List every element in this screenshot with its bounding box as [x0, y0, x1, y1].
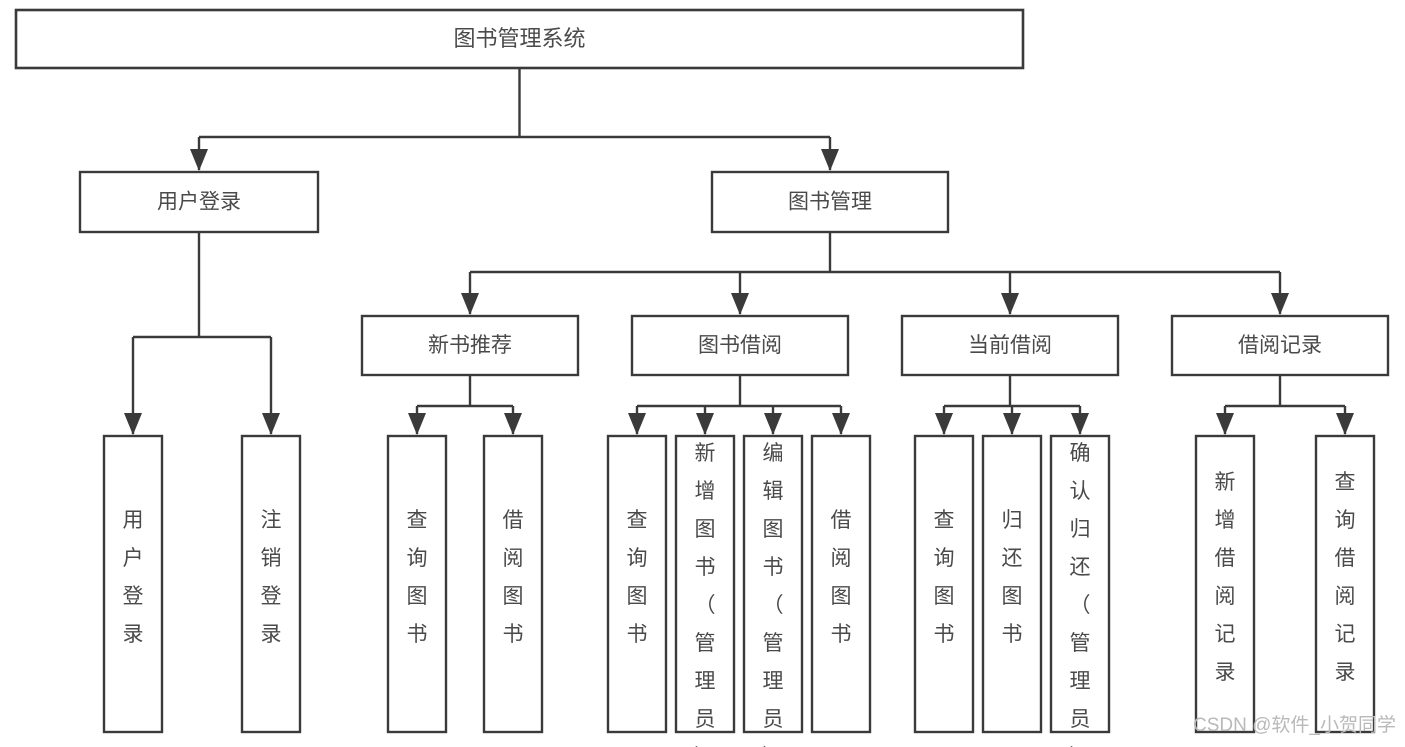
node-box-leaf-query-book-1 — [386, 434, 448, 734]
node-leaf-add-book[interactable]: 新增图书（管理员） — [674, 434, 736, 747]
node-label-leaf-confirm-return: 确认归还（管理员） — [1070, 442, 1091, 747]
node-box-leaf-borrow-book-1 — [482, 434, 544, 734]
node-label-leaf-borrow-book-1: 借阅图书 — [503, 509, 524, 646]
node-label-user-login: 用户登录 — [157, 191, 241, 214]
arrow-head-icon-leaf-query-borrow-rec — [1336, 413, 1354, 435]
arrow-head-icon-leaf-query-book-2 — [628, 413, 646, 435]
node-leaf-add-borrow-rec[interactable]: 新增借阅记录 — [1194, 434, 1256, 734]
arrow-head-icon-leaf-query-book-3 — [935, 413, 953, 435]
node-leaf-confirm-return[interactable]: 确认归还（管理员） — [1049, 434, 1111, 747]
node-box-leaf-query-borrow-rec — [1314, 434, 1376, 734]
node-label-current-borrow: 当前借阅 — [968, 334, 1052, 357]
node-label-leaf-query-book-3: 查询图书 — [934, 509, 955, 646]
arrow-head-icon-book-borrow — [731, 293, 749, 315]
node-box-current-borrow — [900, 314, 1120, 377]
arrow-head-icon-leaf-borrow-book-2 — [832, 413, 850, 435]
node-label-leaf-logout: 注销登录 — [261, 509, 282, 646]
node-leaf-edit-book[interactable]: 编辑图书（管理员） — [742, 434, 804, 747]
arrow-head-icon-book-manage — [821, 149, 839, 171]
node-label-leaf-query-borrow-rec: 查询借阅记录 — [1335, 471, 1356, 684]
node-label-leaf-user-login: 用户登录 — [123, 509, 144, 646]
arrow-head-icon-leaf-borrow-book-1 — [504, 413, 522, 435]
node-box-leaf-add-borrow-rec — [1194, 434, 1256, 734]
node-box-leaf-user-login — [102, 434, 164, 734]
arrow-head-icon-leaf-query-book-1 — [408, 413, 426, 435]
node-layer: 图书管理系统用户登录图书管理新书推荐图书借阅当前借阅借阅记录用户登录注销登录查询… — [14, 8, 1390, 747]
node-label-new-book-recommend: 新书推荐 — [428, 334, 512, 357]
node-label-leaf-add-borrow-rec: 新增借阅记录 — [1215, 471, 1236, 684]
arrow-head-icon-leaf-logout — [262, 413, 280, 435]
arrow-head-icon-user-login — [190, 149, 208, 171]
node-label-leaf-query-book-2: 查询图书 — [627, 509, 648, 646]
watermark-label: CSDN @软件_小贺同学 — [1193, 714, 1396, 736]
node-box-leaf-add-book — [674, 434, 736, 734]
node-leaf-borrow-book-2[interactable]: 借阅图书 — [810, 434, 872, 734]
node-label-leaf-borrow-book-2: 借阅图书 — [831, 509, 852, 646]
arrow-head-icon-leaf-return-book — [1003, 413, 1021, 435]
node-leaf-query-book-1[interactable]: 查询图书 — [386, 434, 448, 734]
arrow-head-icon-current-borrow — [1001, 293, 1019, 315]
node-label-book-borrow: 图书借阅 — [698, 334, 782, 357]
node-label-book-manage: 图书管理 — [788, 191, 872, 214]
node-leaf-return-book[interactable]: 归还图书 — [981, 434, 1043, 734]
node-box-book-borrow — [630, 314, 850, 377]
node-label-leaf-return-book: 归还图书 — [1002, 509, 1023, 646]
node-leaf-query-book-2[interactable]: 查询图书 — [606, 434, 668, 734]
node-box-leaf-logout — [240, 434, 302, 734]
node-leaf-logout[interactable]: 注销登录 — [240, 434, 302, 734]
arrow-head-icon-leaf-add-borrow-rec — [1216, 413, 1234, 435]
node-leaf-user-login[interactable]: 用户登录 — [102, 434, 164, 734]
node-box-borrow-record — [1170, 314, 1390, 377]
node-borrow-record[interactable]: 借阅记录 — [1170, 314, 1390, 377]
node-user-login[interactable]: 用户登录 — [78, 170, 320, 234]
arrow-head-icon-leaf-add-book — [696, 413, 714, 435]
node-book-manage[interactable]: 图书管理 — [710, 170, 950, 234]
node-current-borrow[interactable]: 当前借阅 — [900, 314, 1120, 377]
node-book-borrow[interactable]: 图书借阅 — [630, 314, 850, 377]
node-label-borrow-record: 借阅记录 — [1238, 334, 1322, 357]
arrow-head-icon-leaf-edit-book — [764, 413, 782, 435]
node-leaf-query-book-3[interactable]: 查询图书 — [913, 434, 975, 734]
arrow-head-icon-leaf-user-login — [124, 413, 142, 435]
node-leaf-query-borrow-rec[interactable]: 查询借阅记录 — [1314, 434, 1376, 734]
arrow-head-icon-new-book-recommend — [461, 293, 479, 315]
node-new-book-recommend[interactable]: 新书推荐 — [360, 314, 580, 377]
node-box-leaf-edit-book — [742, 434, 804, 734]
node-label-root: 图书管理系统 — [453, 26, 585, 51]
node-box-leaf-borrow-book-2 — [810, 434, 872, 734]
arrow-head-icon-leaf-confirm-return — [1071, 413, 1089, 435]
node-box-new-book-recommend — [360, 314, 580, 377]
node-box-user-login — [78, 170, 320, 234]
node-box-leaf-confirm-return — [1049, 434, 1111, 734]
node-label-leaf-add-book: 新增图书（管理员） — [695, 442, 716, 747]
arrow-head-icon-borrow-record — [1271, 293, 1289, 315]
node-box-leaf-query-book-3 — [913, 434, 975, 734]
node-box-leaf-query-book-2 — [606, 434, 668, 734]
connector-layer — [124, 68, 1354, 435]
node-box-book-manage — [710, 170, 950, 234]
node-root[interactable]: 图书管理系统 — [14, 8, 1025, 70]
node-label-leaf-query-book-1: 查询图书 — [407, 509, 428, 646]
node-box-leaf-return-book — [981, 434, 1043, 734]
node-leaf-borrow-book-1[interactable]: 借阅图书 — [482, 434, 544, 734]
node-box-root — [14, 8, 1025, 70]
